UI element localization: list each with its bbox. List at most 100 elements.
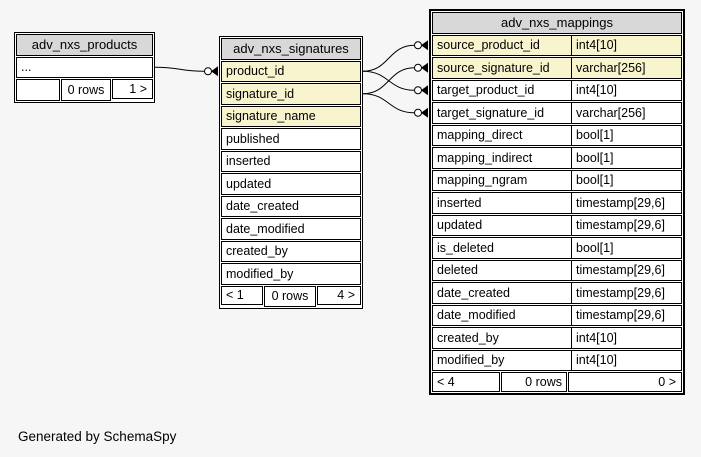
edge-arrowhead bbox=[421, 107, 428, 118]
edge-arrowhead bbox=[421, 85, 428, 96]
column-row-date_modified: date_modified timestamp[29,6] bbox=[432, 304, 682, 326]
column-row-product_id: product_id bbox=[221, 60, 361, 82]
column-name: updated bbox=[437, 218, 483, 233]
column-row-date_created: date_created bbox=[221, 195, 361, 217]
table-header-adv_nxs_signatures[interactable]: adv_nxs_signatures bbox=[221, 38, 361, 60]
column-type: timestamp[29,6] bbox=[571, 193, 681, 213]
pager-prev: < 4 bbox=[432, 372, 500, 392]
column-name: product_id bbox=[226, 64, 285, 79]
column-name: date_created bbox=[437, 285, 510, 300]
column-row-created_by: created_by bbox=[221, 240, 361, 262]
column-row-created_by: created_by int4[10] bbox=[432, 327, 682, 349]
edge-arrowhead bbox=[421, 62, 428, 73]
column-type: timestamp[29,6] bbox=[571, 305, 681, 325]
column-type: timestamp[29,6] bbox=[571, 260, 681, 280]
column-row-updated: updated bbox=[221, 173, 361, 195]
column-row-mapping_ngram: mapping_ngram bool[1] bbox=[432, 169, 682, 191]
table-header-adv_nxs_products[interactable]: adv_nxs_products bbox=[16, 34, 153, 56]
edge-circle-marker bbox=[414, 41, 422, 50]
column-row-modified_by: modified_by int4[10] bbox=[432, 349, 682, 371]
column-name: source_signature_id bbox=[437, 60, 550, 75]
column-type: bool[1] bbox=[571, 170, 681, 190]
column-row-target_signature_id: target_signature_id varchar[256] bbox=[432, 102, 682, 124]
column-row-mapping_direct: mapping_direct bool[1] bbox=[432, 124, 682, 146]
edge-circle-marker bbox=[414, 108, 422, 117]
table-adv_nxs_signatures: adv_nxs_signatures product_id signature_id… bbox=[219, 36, 363, 309]
column-type: timestamp[29,6] bbox=[571, 215, 681, 235]
column-name: date_modified bbox=[226, 221, 305, 236]
column-name: date_modified bbox=[437, 308, 516, 323]
column-row-is_deleted: is_deleted bool[1] bbox=[432, 237, 682, 259]
column-type: varchar[256] bbox=[571, 58, 681, 78]
column-name: inserted bbox=[437, 195, 482, 210]
table-header-adv_nxs_mappings[interactable]: adv_nxs_mappings bbox=[432, 12, 682, 34]
column-type: bool[1] bbox=[571, 148, 681, 168]
column-name: published bbox=[226, 131, 280, 146]
row-count: 0 rows bbox=[61, 79, 111, 101]
column-name: created_by bbox=[437, 330, 499, 345]
column-name: target_product_id bbox=[437, 83, 535, 98]
column-row-signature_id: signature_id bbox=[221, 83, 361, 105]
column-name: ... bbox=[21, 60, 32, 75]
row-count: 0 rows bbox=[264, 285, 316, 307]
column-row-published: published bbox=[221, 128, 361, 150]
pager-next: 0 > bbox=[568, 372, 682, 392]
fk-edge bbox=[362, 44, 415, 72]
column-name: signature_name bbox=[226, 109, 316, 124]
column-type: int4[10] bbox=[571, 80, 681, 100]
column-name: is_deleted bbox=[437, 240, 494, 255]
column-name: target_signature_id bbox=[437, 105, 545, 120]
column-name: source_product_id bbox=[437, 38, 540, 53]
column-row-deleted: deleted timestamp[29,6] bbox=[432, 259, 682, 281]
pager-next: 1 > bbox=[112, 79, 153, 99]
pager-prev: < 1 bbox=[221, 285, 263, 305]
column-type: bool[1] bbox=[571, 238, 681, 258]
fk-edge bbox=[362, 93, 415, 114]
column-name: inserted bbox=[226, 154, 271, 169]
column-type: varchar[256] bbox=[571, 103, 681, 123]
column-name: mapping_direct bbox=[437, 128, 523, 143]
column-type: int4[10] bbox=[571, 350, 681, 370]
edge-circle-marker bbox=[414, 63, 422, 72]
column-row-date_created: date_created timestamp[29,6] bbox=[432, 282, 682, 304]
fk-edge bbox=[362, 67, 415, 95]
column-name: modified_by bbox=[437, 353, 505, 368]
column-name: date_created bbox=[226, 199, 299, 214]
column-row-updated: updated timestamp[29,6] bbox=[432, 214, 682, 236]
column-row-...: ... bbox=[16, 56, 153, 78]
row-count: 0 rows bbox=[501, 372, 567, 392]
column-type: bool[1] bbox=[571, 125, 681, 145]
column-row-mapping_indirect: mapping_indirect bool[1] bbox=[432, 147, 682, 169]
column-name: updated bbox=[226, 176, 272, 191]
column-row-target_product_id: target_product_id int4[10] bbox=[432, 79, 682, 101]
column-type: timestamp[29,6] bbox=[571, 283, 681, 303]
column-name: mapping_ngram bbox=[437, 173, 528, 188]
pager-next: 4 > bbox=[317, 285, 361, 305]
column-row-signature_name: signature_name bbox=[221, 105, 361, 127]
column-name: signature_id bbox=[226, 86, 295, 101]
column-name: deleted bbox=[437, 263, 479, 278]
column-type: int4[10] bbox=[571, 328, 681, 348]
column-name: mapping_indirect bbox=[437, 150, 533, 165]
edge-arrowhead bbox=[421, 40, 428, 51]
edge-arrowhead bbox=[211, 66, 218, 77]
column-row-date_modified: date_modified bbox=[221, 218, 361, 240]
fk-edge bbox=[154, 66, 205, 72]
edge-circle-marker bbox=[414, 86, 422, 95]
column-row-source_signature_id: source_signature_id varchar[256] bbox=[432, 57, 682, 79]
pager-prev bbox=[16, 79, 60, 101]
column-name: modified_by bbox=[226, 266, 294, 281]
schemaspy-credit: Generated by SchemaSpy bbox=[18, 429, 177, 444]
column-row-modified_by: modified_by bbox=[221, 263, 361, 285]
fk-edge bbox=[362, 70, 415, 91]
column-name: created_by bbox=[226, 244, 288, 259]
column-row-inserted: inserted bbox=[221, 150, 361, 172]
column-row-inserted: inserted timestamp[29,6] bbox=[432, 192, 682, 214]
